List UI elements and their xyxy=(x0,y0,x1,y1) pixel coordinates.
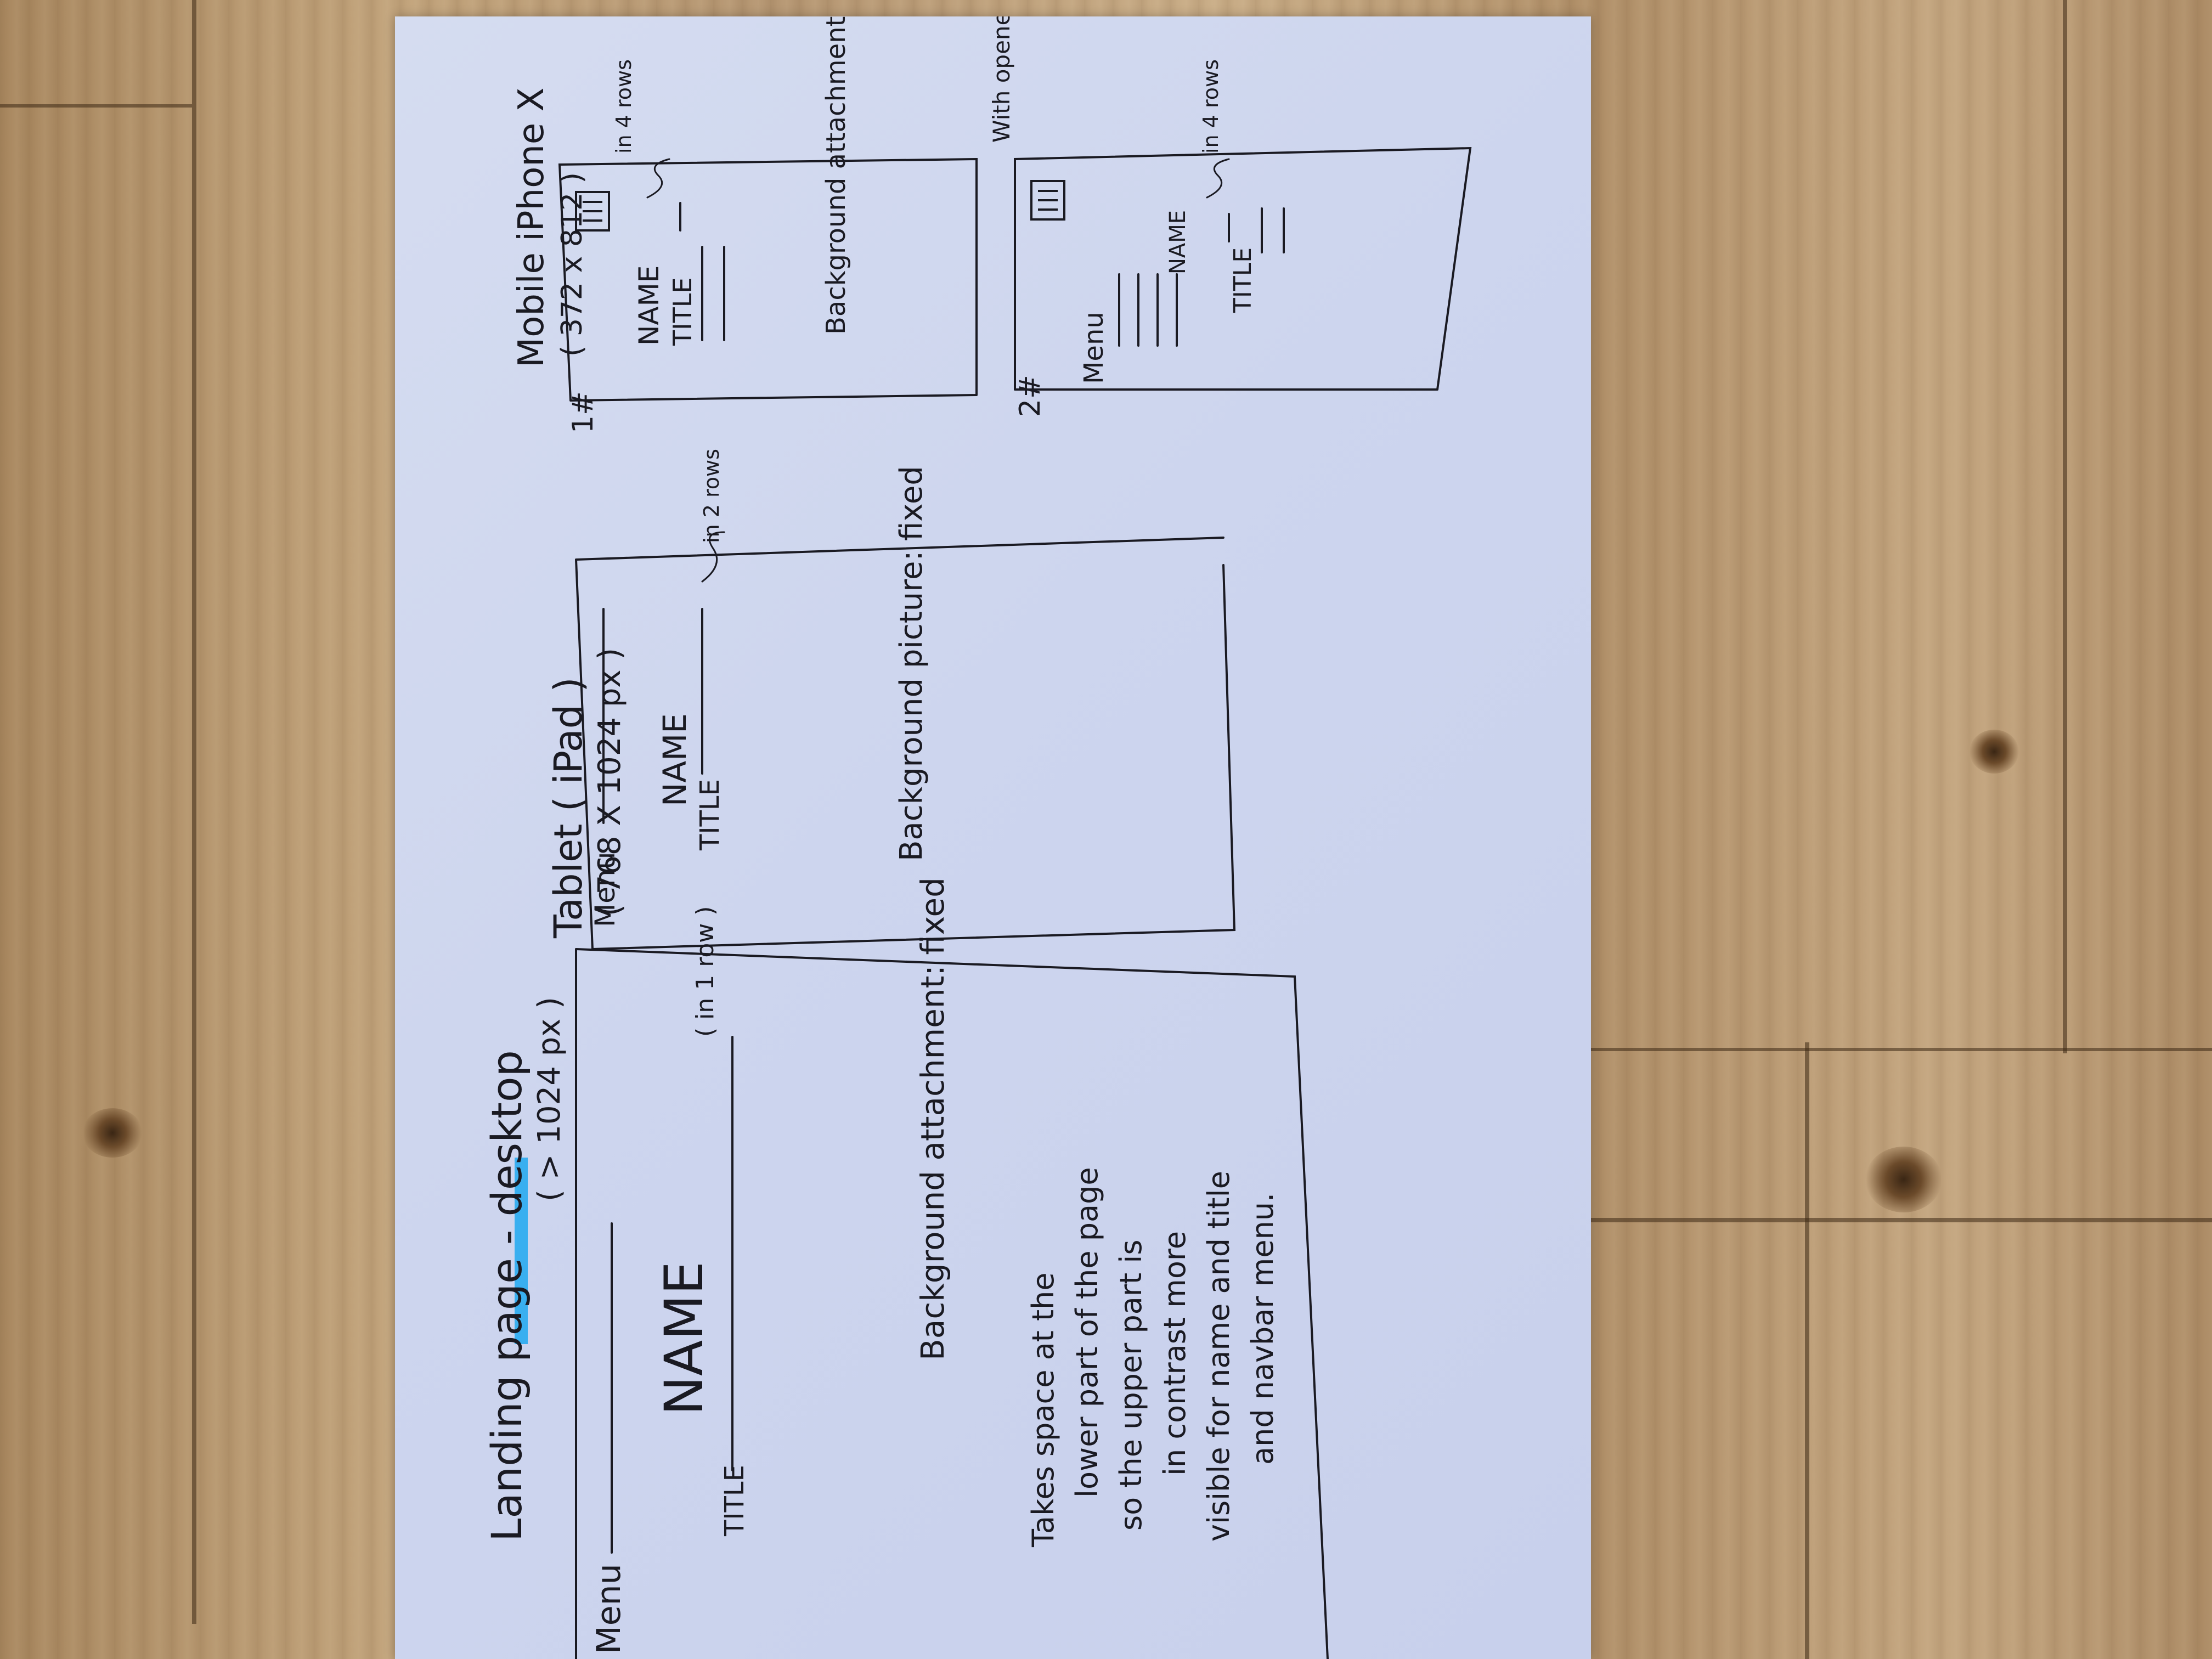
mobile-version2-bracket xyxy=(1206,158,1230,199)
desktop-description-line: in contrast more xyxy=(1158,1231,1192,1476)
wood-knot xyxy=(1970,730,2019,774)
wood-knot xyxy=(1865,1147,1942,1212)
desktop-frame xyxy=(575,948,1329,1659)
mobile-heading: Mobile iPhone X xyxy=(511,88,552,368)
mobile-version1-bracket xyxy=(646,158,670,199)
mobile-version2-label: 2# xyxy=(1014,375,1047,417)
desktop-description-line: lower part of the page xyxy=(1070,1167,1104,1498)
desktop-name: NAME xyxy=(653,1261,715,1415)
plank-seam xyxy=(0,104,192,108)
plank-seam xyxy=(1591,1218,2212,1222)
plank-seam xyxy=(1805,1042,1809,1659)
plank-seam xyxy=(192,0,196,1624)
tablet-heading: Tablet ( iPad ) xyxy=(546,677,591,939)
mobile-version2-name: NAME xyxy=(1165,210,1190,274)
tablet-size: ( 768 X 1024 px ) xyxy=(592,648,628,916)
desktop-description-line: visible for name and title xyxy=(1201,1171,1236,1542)
hamburger-menu-icon[interactable] xyxy=(1030,180,1065,221)
tablet-frame xyxy=(575,537,1236,951)
wireframe-sketch: Landing page - desktop ( > 1024 px ) Men… xyxy=(482,16,1472,1659)
plank-seam xyxy=(2063,0,2067,1053)
mobile-version1-title: TITLE xyxy=(668,278,697,346)
mobile-version1-background-note: Background attachment: fixed xyxy=(821,16,851,335)
desktop-description-line: Takes space at the xyxy=(1026,1272,1060,1548)
mobile-version2-note: With opened nav-bar xyxy=(988,16,1015,143)
sketch-paper: Landing page - desktop ( > 1024 px ) Men… xyxy=(395,16,1591,1659)
mobile-frame-2 xyxy=(1014,146,1472,391)
tablet-background-note: Background picture: fixed xyxy=(894,466,929,861)
desktop-title: TITLE xyxy=(719,1465,750,1537)
mobile-version2-menu: Menu xyxy=(1079,312,1109,384)
tablet-bracket xyxy=(701,531,725,583)
mobile-version1-rows-note: in 4 rows xyxy=(612,59,636,154)
highlighter-mark xyxy=(515,1158,528,1344)
tablet-menu-label: Menu xyxy=(589,852,621,927)
desktop-menu-label: Menu xyxy=(590,1564,628,1654)
tablet-rows-note: in 2 rows xyxy=(699,449,724,543)
desktop-rows-note: ( in 1 row ) xyxy=(691,906,719,1037)
desktop-size: ( > 1024 px ) xyxy=(532,997,567,1201)
desktop-description-line: so the upper part is xyxy=(1114,1239,1148,1531)
mobile-version2-title: TITLE xyxy=(1229,247,1257,313)
plank-seam xyxy=(1591,1048,2212,1051)
mobile-version1-label: 1# xyxy=(567,391,600,433)
tablet-title: TITLE xyxy=(695,779,725,851)
desktop-background-note: Background attachment: fixed xyxy=(914,877,951,1361)
desktop-description-line: and navbar menu. xyxy=(1245,1193,1280,1465)
wood-knot xyxy=(82,1108,143,1158)
hamburger-menu-icon[interactable] xyxy=(575,191,610,232)
mobile-version2-rows-note: in 4 rows xyxy=(1199,59,1223,154)
tablet-name: NAME xyxy=(656,713,693,806)
mobile-frame-1 xyxy=(558,157,978,402)
mobile-version1-name: NAME xyxy=(633,266,665,346)
desktop-heading: Landing page - desktop xyxy=(482,1050,531,1542)
